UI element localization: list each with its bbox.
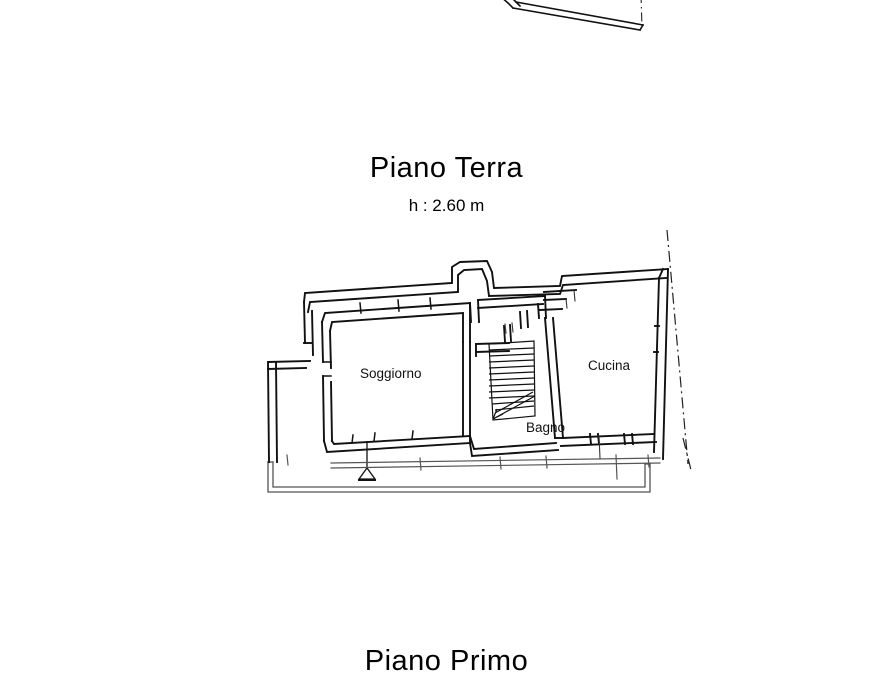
hall-rail-lines	[286, 454, 661, 480]
upper-plan-fragment	[503, 0, 645, 32]
level-marker	[357, 441, 377, 481]
wall-openings	[322, 297, 432, 444]
left-exterior-wall-stub	[267, 360, 311, 463]
bagno-walls	[468, 309, 565, 458]
next-floor-title: Piano Primo	[364, 645, 529, 677]
room-label-soggiorno: Soggiorno	[360, 366, 422, 381]
room-label-cucina: Cucina	[588, 358, 631, 373]
construction-lines	[504, 289, 601, 459]
floor-height-note: h : 2.60 m	[408, 196, 485, 215]
soggiorno-walls	[320, 301, 472, 453]
stair-shaft-walls	[469, 288, 578, 357]
property-boundary	[666, 229, 692, 471]
staircase	[488, 340, 536, 421]
cucina-walls	[560, 325, 660, 447]
terrace-outline	[267, 461, 651, 493]
page-title: Piano Terra	[369, 152, 524, 184]
upper-plan-boundary-dash	[640, 0, 643, 29]
left-upper-wall	[303, 301, 314, 356]
room-label-bagno: Bagno	[526, 420, 566, 435]
